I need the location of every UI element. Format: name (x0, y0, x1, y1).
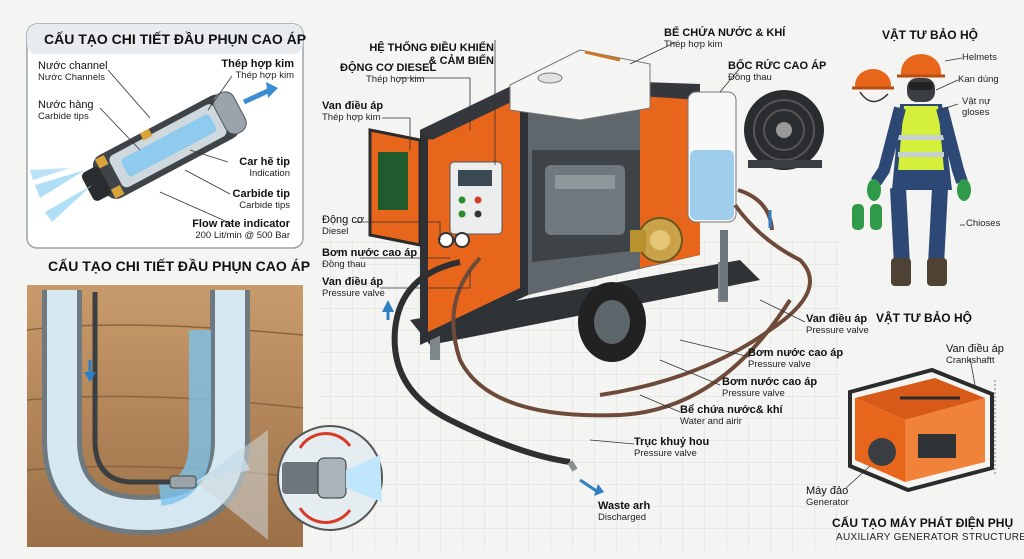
label-pump-right-1: Bơm nước cao áp Pressure valve (748, 347, 844, 370)
jetting-machine (368, 49, 824, 362)
label-waste: Waste arh Discharged (598, 500, 651, 523)
generator-label-valve: Van điều áp Crankshaftt (946, 343, 1004, 366)
label-valve-top: Van điều áp Thép hợp kim (322, 100, 384, 123)
hoses (382, 188, 812, 496)
nozzle-label-channel: Nước channel Nước Channels (38, 60, 108, 83)
ppe-label-shoes: Chioses (966, 218, 1001, 229)
ppe-label-mask: Kan dúng (958, 74, 999, 85)
label-control-system: HỆ THỐNG ĐIỀU KHIỂN & CẢM BIẾN (369, 42, 494, 68)
label-engine-2: Động cơ Diesel (322, 214, 365, 237)
ppe-title-top: VẬT TƯ BẢO HỘ (882, 28, 978, 42)
nozzle-label-flow-rate: Flow rate indicator 200 Lit/min @ 500 Ba… (192, 218, 290, 241)
generator-title: CẤU TẠO MÁY PHÁT ĐIỆN PHỤ (832, 516, 1014, 530)
nozzle-label-hang: Nước hàng Carbide tips (38, 99, 94, 122)
generator-label-main: Máy đảo Generator (806, 485, 849, 508)
label-pump-left: Bơm nước cao áp Đồng thau (322, 247, 418, 270)
generator-subtitle: AUXILIARY GENERATOR STRUCTURE (836, 532, 1024, 543)
generator-unit (845, 357, 996, 493)
label-tank-2: Bể chứa nước& khí Water and airir (680, 404, 783, 427)
label-diesel-engine: ĐỘNG CƠ DIESEL Thép hợp kim (340, 62, 437, 85)
nozzle-panel-title: CẤU TẠO CHI TIẾT ĐẦU PHỤN CAO ÁP (44, 31, 307, 47)
label-reel: BỐC RỨC CAO ÁP Đồng thau (728, 60, 827, 83)
label-shaft: Trục khuỷ hou Pressure valve (634, 436, 710, 459)
nozzle-label-carbide-tip: Carbide tip Carbide tips (232, 188, 290, 211)
pipe-section (26, 285, 383, 547)
ppe-label-gloves: Vật nự gloses (962, 96, 991, 118)
nozzle-label-tip-indicator: Car hẽ tip Indication (239, 156, 290, 179)
nozzle-label-alloy: Thép hợp kim Thép hợp kim (221, 58, 294, 81)
pipe-section-title: CẤU TẠO CHI TIẾT ĐẦU PHỤN CAO ÁP (48, 258, 311, 274)
machine-leaders (355, 40, 806, 445)
ppe-label-helmets: Helmets (962, 52, 997, 63)
nozzle-panel (26, 23, 304, 249)
label-valve-left: Van điều áp Pressure valve (322, 276, 385, 299)
ppe-worker (852, 54, 971, 286)
label-pump-right-2: Bơm nước cao áp Pressure valve (722, 376, 818, 399)
ppe-title-bottom: VẬT TƯ BẢO HỘ (876, 311, 972, 325)
label-valve-right: Van điều áp Pressure valve (806, 313, 869, 336)
label-tank: BỂ CHỨA NƯỚC & KHÍ Thép hợp kim (664, 27, 786, 50)
